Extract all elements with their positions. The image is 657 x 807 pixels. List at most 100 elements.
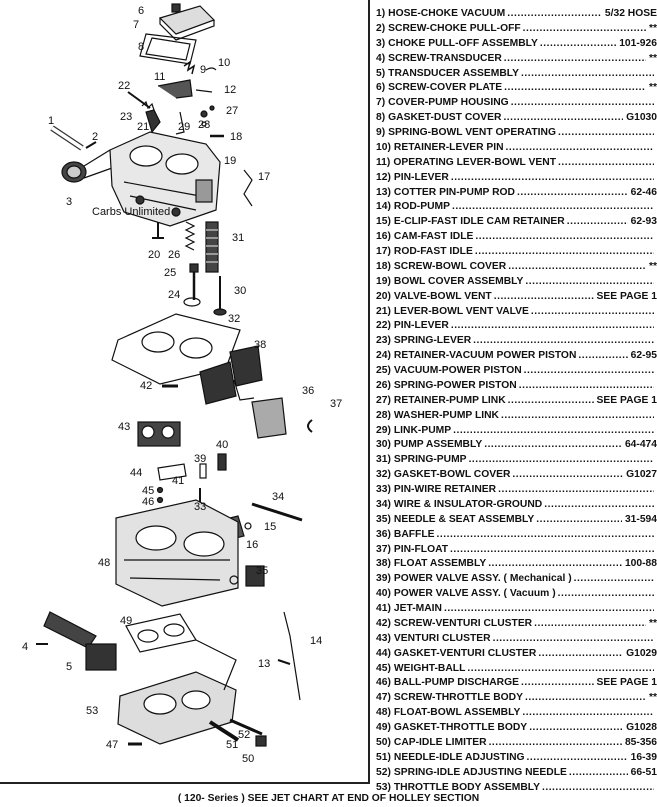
part-number: 16-39 bbox=[630, 751, 657, 763]
part-number-label: 4) bbox=[376, 52, 386, 64]
part-number-label: 29) bbox=[376, 424, 391, 436]
callout-32: 32 bbox=[228, 313, 240, 325]
part-number: ** bbox=[648, 22, 657, 34]
leader-dots: ........................................… bbox=[525, 275, 654, 287]
part-name: GASKET-BOWL COVER bbox=[393, 469, 511, 481]
leader-dots: ........................................… bbox=[558, 156, 654, 168]
leader-dots: ........................................… bbox=[498, 484, 654, 495]
part-number: SEE PAGE 1 bbox=[596, 677, 657, 689]
part-number-label: 2) bbox=[376, 22, 386, 34]
parts-list-item: 48)FLOAT-BOWL ASSEMBLY..................… bbox=[376, 706, 657, 721]
part-number-label: 11) bbox=[376, 156, 391, 168]
parts-list-item: 25)VACUUM-POWER PISTON..................… bbox=[376, 364, 657, 379]
part-number-label: 31) bbox=[376, 454, 391, 466]
part-name: E-CLIP-FAST IDLE CAM RETAINER bbox=[393, 216, 565, 228]
parts-list-item: 44)GASKET-VENTURI CLUSTER...............… bbox=[376, 647, 657, 662]
callout-39: 39 bbox=[194, 453, 206, 465]
parts-list-item: 51)NEEDLE-IDLE ADJUSTING................… bbox=[376, 751, 657, 766]
callout-26: 26 bbox=[168, 249, 180, 261]
callout-41: 41 bbox=[172, 475, 184, 487]
part-number-label: 37) bbox=[376, 543, 391, 555]
part-name: HOSE-CHOKE VACUUM bbox=[388, 8, 506, 19]
part-number-label: 1) bbox=[376, 8, 386, 19]
part-name: THROTTLE BODY ASSEMBLY bbox=[393, 781, 540, 793]
part-number-label: 3) bbox=[376, 37, 386, 49]
part-number: 5/32 HOSE bbox=[604, 8, 657, 19]
callout-12: 12 bbox=[224, 84, 236, 96]
callout-49: 49 bbox=[120, 615, 132, 627]
parts-list-item: 40)POWER VALVE ASSY. ( Vacuum ).........… bbox=[376, 587, 657, 602]
callout-44: 44 bbox=[130, 467, 142, 479]
part-name: GASKET-DUST COVER bbox=[388, 112, 502, 124]
part-number: ** bbox=[648, 52, 657, 64]
leader-dots: ........................................… bbox=[522, 22, 646, 34]
leader-dots: ........................................… bbox=[557, 127, 654, 138]
callout-37: 37 bbox=[330, 398, 342, 410]
callout-46: 46 bbox=[142, 496, 154, 508]
parts-list-item: 8)GASKET-DUST COVER.....................… bbox=[376, 111, 657, 126]
part-number-label: 40) bbox=[376, 588, 391, 600]
callout-18: 18 bbox=[230, 131, 242, 143]
part-number: SEE PAGE 1 bbox=[596, 290, 657, 302]
callout-43: 43 bbox=[118, 421, 130, 433]
part-name: BOWL COVER ASSEMBLY bbox=[393, 275, 524, 287]
leader-dots: ........................................… bbox=[534, 617, 646, 629]
parts-list-item: 22)PIN-LEVER............................… bbox=[376, 319, 657, 334]
part-name: NEEDLE-IDLE ADJUSTING bbox=[393, 751, 525, 763]
leader-dots: ........................................… bbox=[473, 335, 654, 347]
callout-3: 3 bbox=[66, 196, 72, 208]
parts-list-item: 15)E-CLIP-FAST IDLE CAM RETAINER........… bbox=[376, 215, 657, 230]
watermark: Carbs Unlimited bbox=[92, 206, 170, 218]
part-number-label: 14) bbox=[376, 201, 391, 213]
leader-dots: ........................................… bbox=[436, 528, 655, 540]
parts-list-item: 24)RETAINER-VACUUM POWER PISTON.........… bbox=[376, 349, 657, 364]
part-number-label: 42) bbox=[376, 617, 391, 629]
callout-38: 38 bbox=[254, 339, 266, 351]
jet-chart-note: ( 120- Series ) SEE JET CHART AT END OF … bbox=[177, 793, 480, 804]
callout-2: 2 bbox=[92, 131, 98, 143]
part-name: NEEDLE & SEAT ASSEMBLY bbox=[393, 513, 535, 525]
callout-34: 34 bbox=[272, 491, 284, 503]
parts-list-item: 2)SCREW-CHOKE PULL-OFF..................… bbox=[376, 22, 657, 37]
exploded-view-diagram: Carbs Unlimited 6 7 8 9 10 11 12 22 23 2… bbox=[22, 3, 342, 765]
part-name: OPERATING LEVER-BOWL VENT bbox=[393, 156, 556, 168]
part-name: COVER-PUMP HOUSING bbox=[388, 97, 509, 109]
part-number: ** bbox=[648, 82, 657, 94]
part-number-label: 39) bbox=[376, 573, 391, 585]
callout-15: 15 bbox=[264, 521, 276, 533]
part-name: COTTER PIN-PUMP ROD bbox=[393, 186, 515, 198]
leader-dots: ........................................… bbox=[505, 141, 654, 153]
leader-dots: ........................................… bbox=[443, 603, 654, 614]
callout-9: 9 bbox=[200, 64, 206, 76]
callout-16: 16 bbox=[246, 539, 258, 551]
callout-35: 35 bbox=[256, 565, 268, 577]
part-number-label: 35) bbox=[376, 513, 391, 525]
part-number: ** bbox=[648, 692, 657, 704]
callout-23: 23 bbox=[120, 111, 132, 123]
part-number-label: 23) bbox=[376, 335, 391, 347]
leader-dots: ........................................… bbox=[493, 290, 594, 302]
part-name: ROD-FAST IDLE bbox=[393, 246, 473, 257]
parts-list-item: 10)RETAINER-LEVER PIN...................… bbox=[376, 141, 657, 156]
part-name: POWER VALVE ASSY. ( Vacuum ) bbox=[393, 588, 556, 600]
part-number: 62-46 bbox=[630, 186, 657, 198]
part-name: TRANSDUCER ASSEMBLY bbox=[388, 67, 519, 79]
callout-17: 17 bbox=[258, 171, 270, 183]
parts-list-item: 27)RETAINER-PUMP LINK...................… bbox=[376, 394, 657, 409]
part-number-label: 51) bbox=[376, 751, 391, 763]
parts-list-item: 42)SCREW-VENTURI CLUSTER................… bbox=[376, 617, 657, 632]
part-number-label: 26) bbox=[376, 379, 391, 391]
part-name: BAFFLE bbox=[393, 528, 435, 540]
leader-dots: ........................................… bbox=[488, 736, 622, 748]
part-number-label: 7) bbox=[376, 97, 386, 109]
parts-list: 1)HOSE-CHOKE VACUUM.....................… bbox=[376, 7, 657, 795]
part-number-label: 5) bbox=[376, 67, 386, 79]
callout-51: 51 bbox=[226, 739, 238, 751]
part-name: SCREW-BOWL COVER bbox=[393, 260, 507, 272]
parts-list-item: 5)TRANSDUCER ASSEMBLY...................… bbox=[376, 67, 657, 82]
leader-dots: ........................................… bbox=[516, 186, 628, 198]
part-number: G1027 bbox=[626, 469, 657, 481]
part-number-label: 30) bbox=[376, 439, 391, 451]
leader-dots: ........................................… bbox=[520, 677, 594, 689]
part-name: POWER VALVE ASSY. ( Mechanical ) bbox=[393, 573, 572, 585]
